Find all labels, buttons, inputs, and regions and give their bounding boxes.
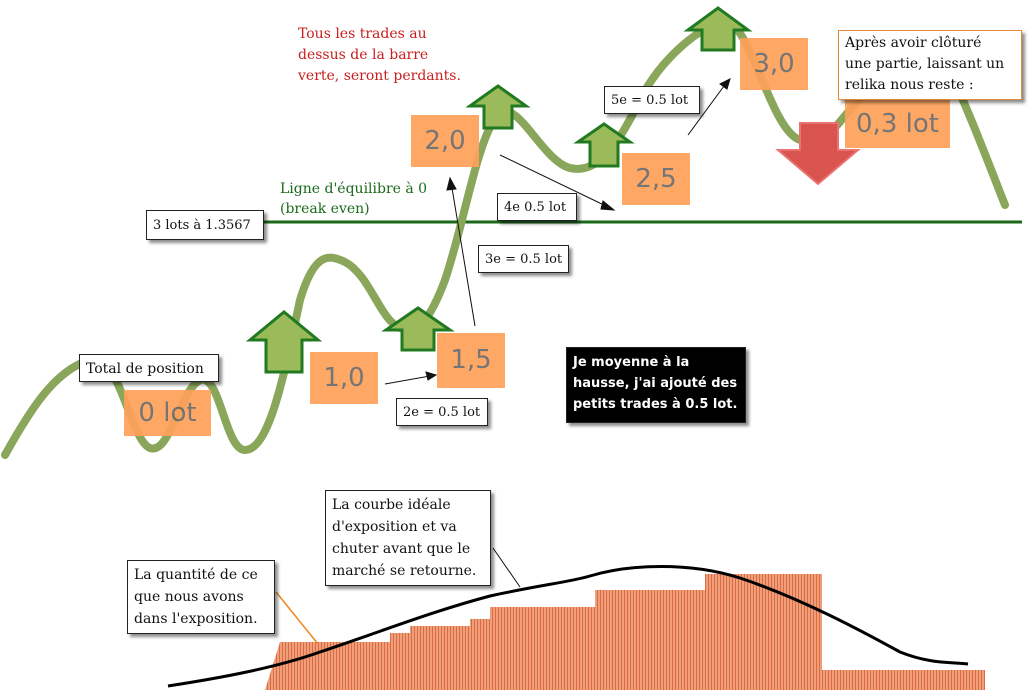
lot-badge-zero: 0 lot — [124, 390, 211, 436]
pointer-5e-head — [719, 78, 731, 90]
pointer-2e — [384, 375, 431, 385]
quantity-note: La quantité de ce que nous avons dans l'… — [127, 560, 275, 634]
remainder-line-3: relika nous reste : — [845, 77, 974, 93]
ideal-curve-line-1: La courbe idéale — [332, 497, 451, 513]
trade-5-label: 5e = 0.5 lot — [604, 86, 700, 114]
exposure-bars — [265, 574, 985, 690]
losing-trades-line-2: dessus de la barre — [298, 47, 429, 63]
lot-badge-three: 3,0 — [740, 38, 808, 90]
pointer-4e-head — [600, 200, 616, 211]
up-arrow-4 — [573, 122, 635, 168]
up-arrow-1 — [245, 310, 323, 374]
quantity-line-1: La quantité de ce — [134, 567, 258, 583]
lot-badge-one: 1,0 — [310, 352, 378, 404]
ideal-exposure-curve — [167, 565, 969, 688]
losing-trades-note: Tous les trades au dessus de la barre ve… — [298, 24, 461, 87]
up-arrow-3 — [465, 84, 531, 130]
remainder-line-1: Après avoir clôturé — [845, 35, 982, 51]
remainder-note: Après avoir clôturé une partie, laissant… — [838, 30, 1022, 100]
ideal-curve-line-2: d'exposition et va — [332, 519, 457, 535]
ideal-curve-line-3: chuter avant que le — [332, 541, 471, 557]
averaging-line-3: petits trades à 0.5 lot. — [573, 397, 738, 412]
trade-3-label: 3e = 0.5 lot — [478, 245, 569, 273]
pointer-2e-head — [425, 371, 438, 381]
pointer-quantity — [275, 591, 319, 645]
losing-trades-line-1: Tous les trades au — [298, 26, 427, 42]
total-position-label: Total de position — [79, 354, 219, 382]
quantity-line-3: dans l'exposition. — [134, 611, 258, 627]
pointer-ideal-curve — [492, 547, 521, 588]
ideal-curve-line-4: marché se retourne. — [332, 563, 477, 579]
averaging-note: Je moyenne à la hausse, j'ai ajouté des … — [566, 347, 746, 423]
pointer-4e — [499, 154, 607, 207]
up-arrow-2 — [381, 306, 455, 352]
lot-badge-one-five: 1,5 — [437, 333, 505, 388]
quantity-line-2: que nous avons — [134, 589, 244, 605]
trade-2-label: 2e = 0.5 lot — [396, 398, 488, 426]
break-even-label: Ligne d'équilibre à 0 (break even) — [280, 179, 427, 219]
lot-badge-two: 2,0 — [411, 115, 479, 167]
averaging-line-2: hausse, j'ai ajouté des — [573, 376, 738, 391]
pointer-3e-down — [451, 187, 476, 327]
losing-trades-line-3: verte, seront perdants. — [298, 68, 461, 84]
averaging-line-1: Je moyenne à la — [573, 355, 690, 370]
down-arrow — [775, 122, 861, 186]
pointer-5e — [687, 85, 725, 136]
pointer-3e-head-up — [446, 176, 457, 191]
break-even-line-1: Ligne d'équilibre à 0 — [280, 181, 428, 197]
lot-badge-two-five: 2,5 — [622, 153, 690, 205]
up-arrow-5 — [683, 6, 753, 52]
three-lots-label: 3 lots à 1.3567 — [146, 210, 264, 240]
lot-badge-zero-three: 0,3 lot — [845, 100, 950, 148]
break-even-line-2: (break even) — [280, 201, 370, 217]
remainder-line-2: une partie, laissant un — [845, 56, 1005, 72]
trade-4-label: 4e 0.5 lot — [497, 193, 577, 221]
ideal-curve-note: La courbe idéale d'exposition et va chut… — [325, 490, 491, 586]
